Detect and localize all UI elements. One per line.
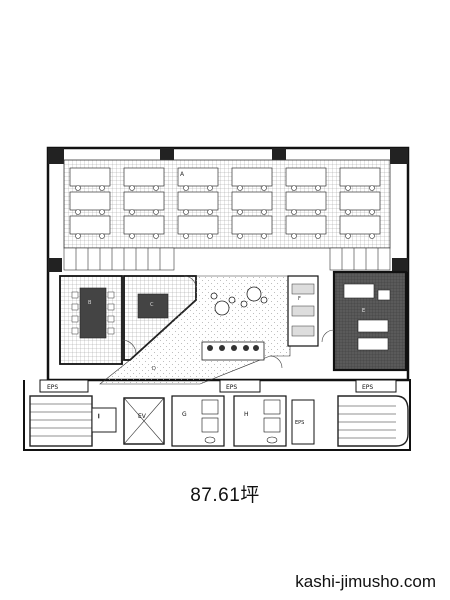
eps-shaft: EPS [291, 399, 315, 445]
stairs-left: I [29, 395, 117, 447]
core-zone: EPS EPS EPS [39, 379, 397, 393]
eps-label-2: EPS [226, 384, 237, 391]
room-label-g: G [182, 411, 187, 418]
room-label-d: D [152, 366, 156, 372]
site-watermark: kashi-jimusho.com [295, 572, 436, 591]
room-label-c: C [150, 302, 154, 308]
floor-plan: A B C [23, 146, 411, 451]
pantry-f: F [287, 275, 319, 347]
room-label-i: I [98, 414, 99, 420]
room-label-f: F [298, 296, 301, 302]
room-label-h: H [244, 411, 249, 418]
room-label-e: E [362, 308, 365, 314]
executive-room-e: E [332, 270, 408, 372]
room-label-a: A [180, 171, 185, 178]
meeting-room-b: B [59, 275, 123, 365]
stairs-right [337, 395, 409, 447]
floor-area: 87.61坪 [190, 485, 260, 506]
open-office-area: A [63, 159, 391, 249]
eps-label-3: EPS [362, 384, 373, 391]
lounge-area: D [99, 275, 291, 385]
eps-label-1: EPS [47, 384, 58, 391]
elevator: EV [123, 397, 165, 445]
door-swings [121, 275, 335, 369]
storage-strip [63, 247, 391, 271]
eps-label-4: EPS [295, 420, 304, 426]
room-label-b: B [88, 300, 92, 306]
ev-label: EV [138, 413, 147, 420]
columns [48, 148, 408, 272]
restrooms: G H [171, 395, 287, 447]
